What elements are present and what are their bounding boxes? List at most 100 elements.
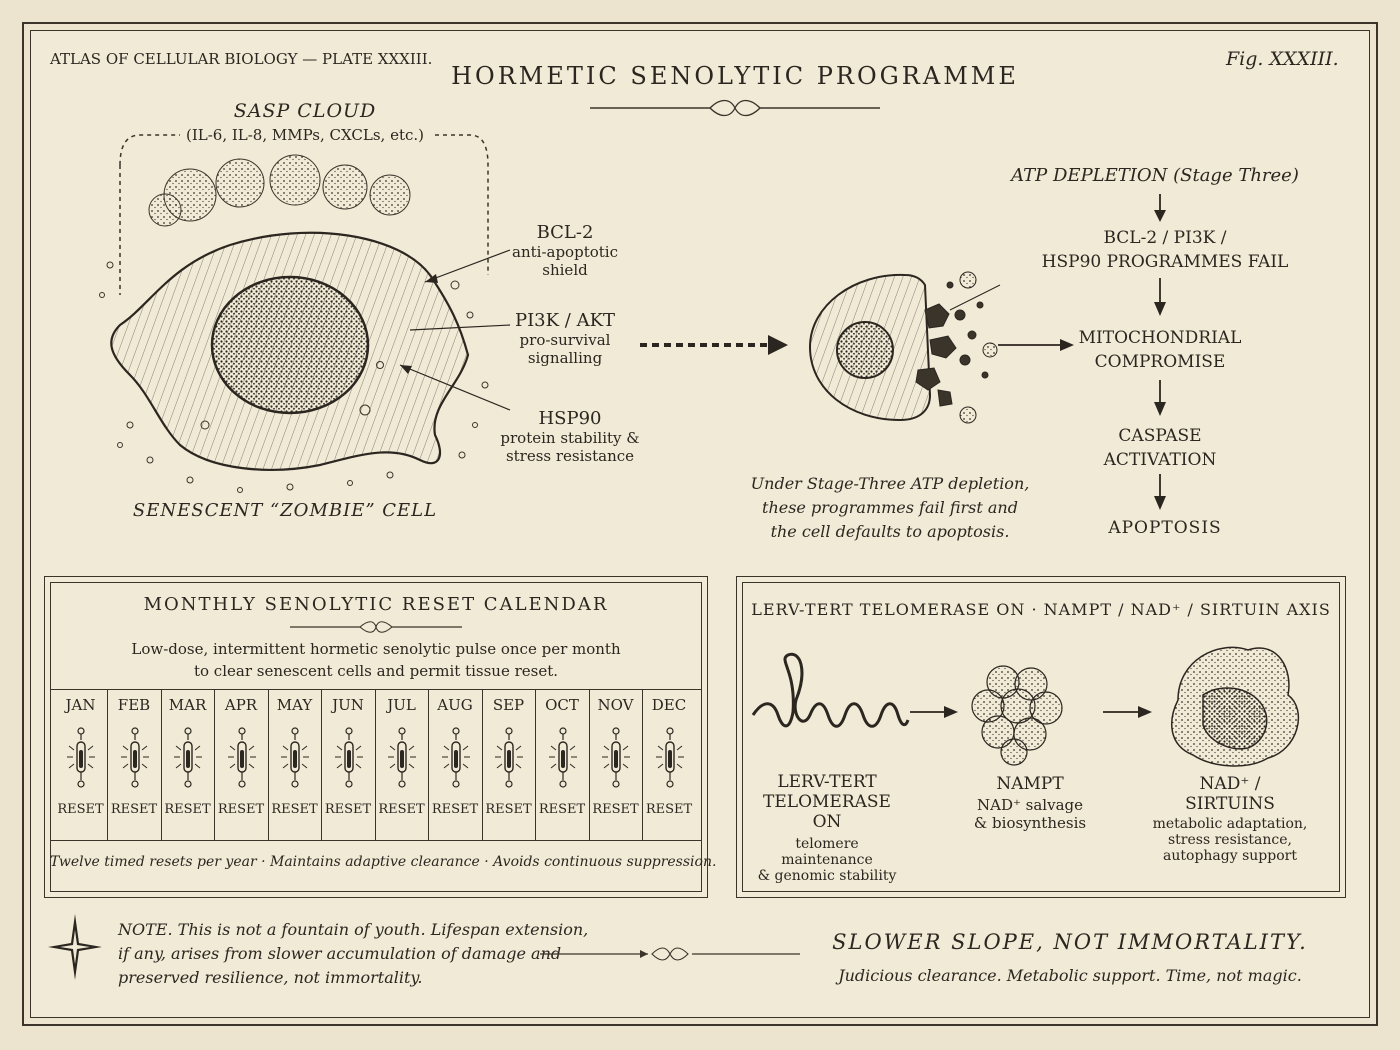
calendar-month-apr: APR RESET — [215, 690, 268, 840]
month-name: MAR — [168, 696, 207, 714]
month-reset-label: RESET — [485, 802, 532, 817]
calendar-month-may: MAY RESET — [268, 690, 321, 840]
axis-illustrations — [751, 646, 1299, 767]
label-pi3k-akt: PI3K / AKT pro-survival signalling — [514, 310, 616, 367]
senolytic-pulse-icon — [281, 727, 309, 788]
month-reset-label: RESET — [645, 802, 693, 817]
label-bcl2: BCL-2 anti-apoptotic shield — [512, 222, 618, 279]
senolytic-pulse-icon — [334, 727, 363, 788]
month-name: OCT — [545, 696, 579, 714]
calendar-month-oct: OCT RESET — [536, 690, 589, 840]
cascade-head: ATP DEPLETION (Stage Three) — [1011, 165, 1299, 186]
month-divider — [428, 690, 429, 840]
axis-item-nampt: NAMPT NAD⁺ salvage & biosynthesis — [973, 774, 1087, 832]
calendar-month-jun: JUN RESET — [322, 690, 375, 840]
calendar-footer: Twelve timed resets per year · Maintains… — [50, 854, 717, 870]
calendar-desc-2: to clear senescent cells and permit tiss… — [193, 662, 559, 680]
month-divider — [160, 690, 162, 840]
calendar-desc-1: Low-dose, intermittent hormetic senolyti… — [131, 640, 621, 658]
cell-label-leaders — [399, 249, 511, 411]
apoptotic-cell-illustration — [808, 271, 1001, 424]
senolytic-pulse-icon — [174, 727, 202, 788]
axis-title: LERV-TERT TELOMERASE ON · NAMPT / NAD⁺ /… — [751, 600, 1331, 619]
month-reset-label: RESET — [57, 802, 104, 817]
transition-arrow — [640, 335, 788, 355]
cascade-step-apoptosis: APOPTOSIS — [1108, 518, 1222, 538]
cell-caption: SENESCENT “ZOMBIE” CELL — [132, 500, 438, 521]
closing-headline: SLOWER SLOPE, NOT IMMORTALITY. — [832, 930, 1308, 954]
month-reset-label: RESET — [110, 802, 158, 817]
month-reset-label: RESET — [271, 802, 318, 817]
atlas-label: ATLAS OF CELLULAR BIOLOGY — PLATE XXXIII… — [50, 50, 433, 68]
label-hsp90: HSP90 protein stability & stress resista… — [500, 408, 640, 465]
month-name: APR — [224, 696, 258, 714]
calendar-month-sep: SEP RESET — [482, 690, 535, 840]
month-name: AUG — [437, 696, 473, 714]
month-name: JUL — [387, 696, 416, 714]
month-name: NOV — [597, 696, 634, 714]
calendar-panel-inner — [50, 582, 702, 892]
month-divider — [267, 690, 269, 840]
month-reset-label: RESET — [164, 802, 211, 817]
month-divider — [321, 690, 322, 840]
month-reset-label: RESET — [217, 802, 265, 817]
month-name: JUN — [332, 696, 364, 714]
calendar-month-nov: NOV RESET — [589, 690, 642, 840]
senolytic-pulse-icon — [441, 727, 470, 788]
senescent-cell-illustration — [99, 134, 489, 493]
cascade-step-programmes-fail: BCL-2 / PI3K /HSP90 PROGRAMMES FAIL — [1041, 228, 1289, 272]
page-title: HORMETIC SENOLYTIC PROGRAMME — [451, 62, 1019, 90]
cascade-arrows — [1154, 194, 1166, 510]
calendar-month-dec: DEC RESET — [643, 690, 696, 840]
sasp-title: SASP CLOUD — [233, 100, 377, 122]
footer-flourish — [540, 947, 800, 961]
month-name: DEC — [651, 696, 687, 714]
month-divider — [535, 690, 536, 840]
compass-star-icon — [48, 914, 102, 980]
month-reset-label: RESET — [538, 802, 586, 817]
note-text: NOTE. This is not a fountain of youth. L… — [118, 920, 589, 987]
senolytic-pulse-icon — [602, 727, 630, 788]
closing-subline: Judicious clearance. Metabolic support. … — [838, 966, 1302, 985]
calendar-month-aug: AUG RESET — [429, 690, 482, 840]
sasp-subtitle: (IL-6, IL-8, MMPs, CXCLs, etc.) — [185, 126, 425, 144]
senolytic-pulse-icon — [495, 727, 523, 788]
dying-cell-caption: Under Stage-Three ATP depletion, these p… — [750, 474, 1030, 541]
calendar-month-mar: MAR RESET — [161, 690, 214, 840]
month-name: JAN — [65, 696, 96, 714]
senolytic-pulse-icon — [388, 727, 416, 788]
month-divider — [374, 690, 376, 840]
calendar-panel — [44, 576, 708, 898]
telomere-illustration — [751, 652, 910, 728]
axis-panel-inner — [742, 582, 1340, 892]
calendar-grid-bottom — [50, 840, 702, 841]
title-flourish — [590, 99, 880, 117]
outer-frame — [22, 22, 1378, 1026]
month-reset-label: RESET — [592, 802, 639, 817]
month-divider — [588, 690, 590, 840]
month-name: SEP — [492, 696, 525, 714]
senolytic-pulse-icon — [67, 727, 95, 788]
calendar-flourish — [290, 621, 462, 633]
month-divider — [481, 690, 483, 840]
month-divider — [214, 690, 215, 840]
axis-item-sirtuins: NAD⁺ / SIRTUINS metabolic adaptation, st… — [1152, 774, 1308, 864]
month-reset-label: RESET — [378, 802, 425, 817]
month-reset-label: RESET — [431, 802, 479, 817]
axis-panel — [736, 576, 1346, 898]
calendar-month-jul: JUL RESET — [375, 690, 428, 840]
month-reset-label: RESET — [324, 802, 372, 817]
dying-to-cascade-arrow — [998, 339, 1074, 351]
month-name: MAY — [276, 696, 313, 714]
month-divider — [107, 690, 108, 840]
fig-label: Fig. XXXIII. — [1226, 48, 1339, 70]
axis-item-telomerase: LERV-TERT TELOMERASE ON telomere mainten… — [757, 772, 897, 884]
calendar-month-jan: JAN RESET — [54, 690, 107, 840]
month-divider — [642, 690, 643, 840]
senolytic-pulse-icon — [120, 727, 149, 788]
calendar-grid-top — [50, 689, 702, 690]
calendar-title: MONTHLY SENOLYTIC RESET CALENDAR — [143, 594, 609, 615]
